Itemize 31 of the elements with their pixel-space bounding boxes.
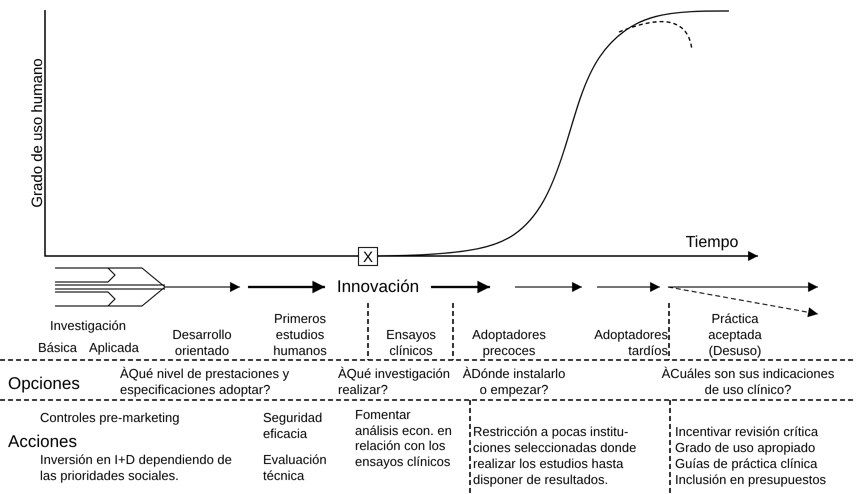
question-text: ÀQué investigación realizar?: [338, 366, 452, 398]
stage-label: Práctica aceptada (Desuso): [707, 311, 763, 359]
action-text: Inversión en I+D dependiendo de las prioridades sociales.: [40, 452, 233, 484]
action-text: Seguridad eficacia: [263, 410, 324, 442]
axis-title: Grado de uso humano: [29, 57, 47, 210]
action-text: Guías de práctica clínica: [675, 456, 818, 472]
question-text: ÀDónde instalarlo o empezar?: [462, 366, 566, 398]
stage-label: Adoptadores precoces: [471, 327, 547, 359]
marker-box: X: [358, 247, 378, 266]
action-text: Grado de uso apropiado: [675, 440, 816, 456]
axis-title: Tiempo: [684, 233, 740, 252]
stage-label: Básica: [38, 340, 78, 356]
stage-label: Investigación: [49, 318, 127, 334]
row-heading: Acciones: [8, 432, 78, 452]
stage-label: Adoptadores tardíos: [593, 327, 668, 359]
arrow: [431, 280, 490, 294]
question-text: ÀCuáles son sus indicaciones de uso clínico?: [660, 366, 836, 398]
stage-label: Innovación: [326, 276, 430, 298]
action-text: Restricción a pocas institu- ciones seleccionadas donde realizar los estudios hasta disponer de resultados.: [473, 424, 638, 488]
question-text: ÀQué nivel de prestaciones y especificaciones adoptar?: [120, 366, 290, 398]
action-text: Evaluación técnica: [263, 452, 328, 484]
stage-label: Primeros estudios humanos: [272, 311, 328, 359]
stage-label: Aplicada: [89, 340, 140, 356]
stage-label: Ensayos clínicos: [385, 327, 437, 359]
stage-label: Desarrollo orientado: [171, 327, 233, 359]
action-text: Inclusión en presupuestos: [675, 472, 828, 488]
action-text: Controles pre-marketing: [40, 410, 180, 426]
arrow: [248, 280, 325, 294]
row-heading: Opciones: [8, 374, 81, 394]
action-text: Incentivar revisión crítica: [675, 424, 820, 440]
action-text: Fomentar análisis econ. en relación con los ensayos clínicos: [355, 407, 453, 469]
